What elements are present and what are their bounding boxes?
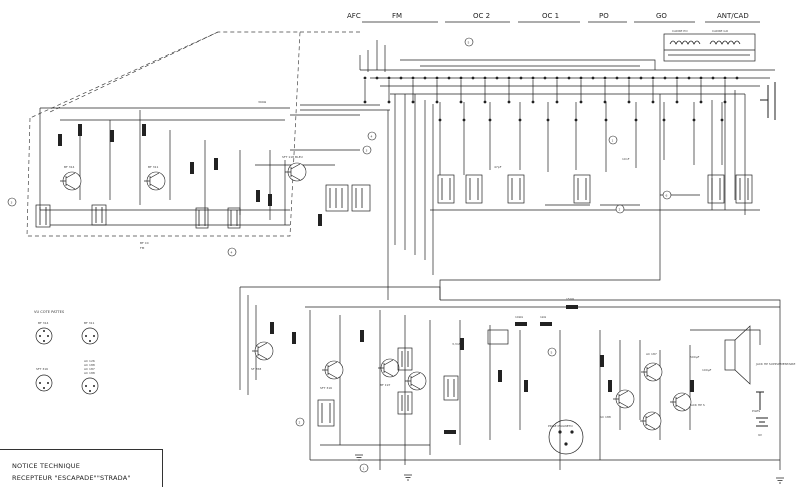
transistor-t3: SFT 118 BLEU <box>282 155 307 182</box>
svg-text:3: 3 <box>366 149 368 153</box>
transistor-label-t5: SFT 316 <box>320 386 332 390</box>
marker-2b: 2 <box>615 204 625 214</box>
battery-voltage: 9V <box>758 433 763 437</box>
transistor-label-t4: SF 358 <box>251 367 261 371</box>
transistor-t8: AC 188 <box>600 389 635 419</box>
ferrite-antenna-frames: CADRE PO CADRE GO <box>663 29 756 62</box>
svg-text:10nF: 10nF <box>622 157 630 161</box>
marker-4: 4 <box>367 131 377 141</box>
title-line-1: NOTICE TECHNIQUE <box>12 462 81 470</box>
frame-label-po: CADRE PO <box>672 29 688 33</box>
svg-text:3,3nF: 3,3nF <box>452 342 461 346</box>
transistor-t2: BF 311 <box>144 165 166 191</box>
svg-text:BF 314: BF 314 <box>38 321 49 325</box>
headphone-jack: JACK HP SUPPLEMENTAIRE JACK HP S <box>689 362 796 410</box>
svg-text:2: 2 <box>619 208 621 212</box>
marker-5: 5 <box>464 37 474 47</box>
band-label-oc1: OC 1 <box>542 12 559 20</box>
svg-text:500µF: 500µF <box>690 355 700 359</box>
svg-text:2: 2 <box>299 421 301 425</box>
svg-text:BF 311: BF 311 <box>84 321 95 325</box>
transistor-t6b <box>405 371 427 391</box>
svg-text:100µF: 100µF <box>702 368 712 372</box>
pinout-b: BF 311 <box>81 321 99 345</box>
antenna-connector <box>760 82 776 120</box>
reference-markers: 1 2 3 4 5 6 1 2 4 5 3 <box>7 37 672 473</box>
marker-1b: 1 <box>608 135 618 145</box>
svg-text:SFT 316: SFT 316 <box>36 367 48 371</box>
battery-label: PILES <box>752 409 760 413</box>
band-switch-header: AFC FM OC 2 OC 1 PO GO ANT/CAD <box>347 12 760 23</box>
frame-label-go: CADRE GO <box>712 29 729 33</box>
title-line-2: RECEPTEUR "ESCAPADE""STRADA" <box>12 474 131 482</box>
transistor-pinout-key: VU COTE PATTES BF 314 BF 311 SFT 316 AC … <box>34 310 99 395</box>
svg-text:BF CC: BF CC <box>140 241 149 245</box>
if-transformer-row: 47pF 10nF <box>430 157 760 211</box>
band-label-oc2: OC 2 <box>473 12 490 20</box>
switch-contacts <box>363 76 739 175</box>
fm-tuner-shield-outline <box>26 31 301 237</box>
transistor-t5: SFT 316 <box>320 360 344 390</box>
svg-text:6: 6 <box>666 194 668 198</box>
marker-3: 3 <box>362 145 372 155</box>
svg-text:AC 188: AC 188 <box>84 371 95 375</box>
pinout-title: VU COTE PATTES <box>34 310 65 314</box>
tape-socket: PRISE MAGNETO <box>548 419 584 455</box>
svg-text:AC 187: AC 187 <box>84 367 95 371</box>
transistor-t1: BF 314 <box>60 165 82 191</box>
jack-hp-label: JACK HP S <box>689 403 705 407</box>
svg-text:3: 3 <box>11 201 13 205</box>
svg-text:10kΩ: 10kΩ <box>515 315 524 319</box>
svg-text:AC 126: AC 126 <box>84 359 95 363</box>
transistor-label-t6: BF 197 <box>380 383 391 387</box>
rf-coils <box>35 184 371 229</box>
svg-text:4: 4 <box>231 251 233 255</box>
marker-3b: 3 <box>7 197 17 207</box>
speaker-jack-label: JACK HP SUPPLEMENTAIRE <box>755 362 796 366</box>
svg-text:1: 1 <box>363 467 365 471</box>
band-label-po: PO <box>599 12 609 20</box>
svg-text:1kΩ: 1kΩ <box>540 315 547 319</box>
transistor-t10 <box>670 392 692 412</box>
pinout-a: BF 314 <box>35 321 53 345</box>
marker-6: 6 <box>662 190 672 200</box>
marker-5b: 5 <box>547 347 557 357</box>
fm-tuner-section: 390Ω BF CC FM BF 314 BF 311 SFT 118 BLEU <box>35 100 371 250</box>
transistor-label-t8: AC 188 <box>600 415 611 419</box>
svg-text:FM: FM <box>140 246 145 250</box>
svg-text:390Ω: 390Ω <box>258 100 267 104</box>
tape-socket-label: PRISE MAGNETO <box>548 424 573 428</box>
band-label-ant-cad: ANT/CAD <box>717 12 749 20</box>
pinout-c: SFT 316 <box>35 367 53 392</box>
marker-4b: 4 <box>227 247 237 257</box>
svg-text:4: 4 <box>371 135 373 139</box>
title-block: NOTICE TECHNIQUE RECEPTEUR "ESCAPADE""ST… <box>0 449 163 487</box>
band-label-fm: FM <box>392 12 402 20</box>
transistor-t6: BF 197 <box>378 358 400 387</box>
svg-text:1: 1 <box>612 139 614 143</box>
loudspeaker <box>724 325 751 385</box>
transistor-t4: SF 358 <box>251 341 274 371</box>
svg-text:5: 5 <box>551 351 553 355</box>
transistor-label-t2: BF 311 <box>148 165 159 169</box>
svg-text:150Ω: 150Ω <box>566 297 575 301</box>
marker-1: 1 <box>359 463 369 473</box>
pinout-d: AC 126 AC 188 AC 187 AC 188 <box>81 359 99 395</box>
battery: PILES 9V <box>752 409 768 437</box>
svg-text:47pF: 47pF <box>494 165 502 169</box>
ground-symbols <box>355 454 784 484</box>
transistor-label-t1: BF 314 <box>64 165 75 169</box>
svg-text:AC 188: AC 188 <box>84 363 95 367</box>
audio-if-section: SF 358 SFT 316 BF 197 AC 187 AC 188 <box>239 286 796 470</box>
band-label-afc: AFC <box>347 12 361 20</box>
transistor-label-t3: SFT 118 BLEU <box>282 155 303 159</box>
band-label-go: GO <box>656 12 667 20</box>
transistor-t7: AC 187 <box>641 352 663 382</box>
svg-text:5: 5 <box>468 41 470 45</box>
marker-2: 2 <box>295 417 305 427</box>
transistor-t9 <box>640 411 662 431</box>
transistor-label-t7: AC 187 <box>646 352 657 356</box>
